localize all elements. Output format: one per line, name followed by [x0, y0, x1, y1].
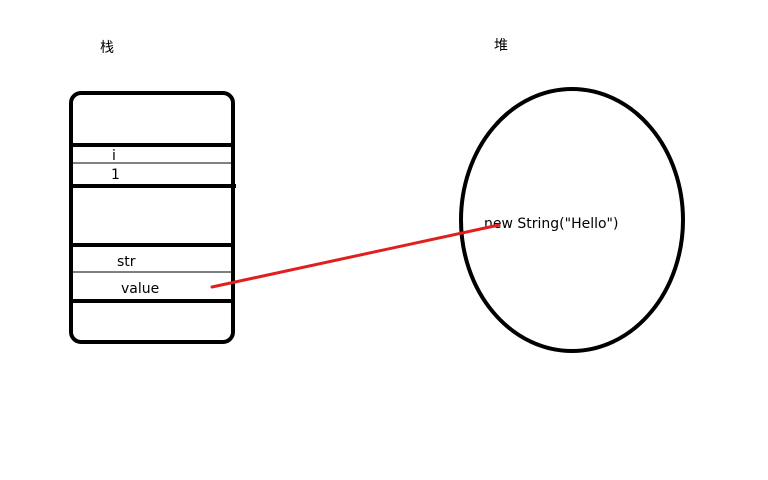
heap-region: new String("Hello") [459, 87, 685, 353]
stack-outline [69, 91, 235, 344]
heap-outline [459, 87, 685, 353]
stack-var-str-value: value [121, 281, 159, 297]
stack-var-i-name: i [112, 148, 116, 164]
reference-line [210, 223, 501, 289]
stack-var-i-value: 1 [111, 167, 120, 183]
heap-title: 堆 [494, 38, 508, 54]
stack-title: 栈 [100, 40, 114, 56]
heap-object-label: new String("Hello") [484, 216, 618, 232]
stack-var-str-name: str [117, 254, 136, 270]
stack-frame: i 1 str value [69, 91, 236, 344]
